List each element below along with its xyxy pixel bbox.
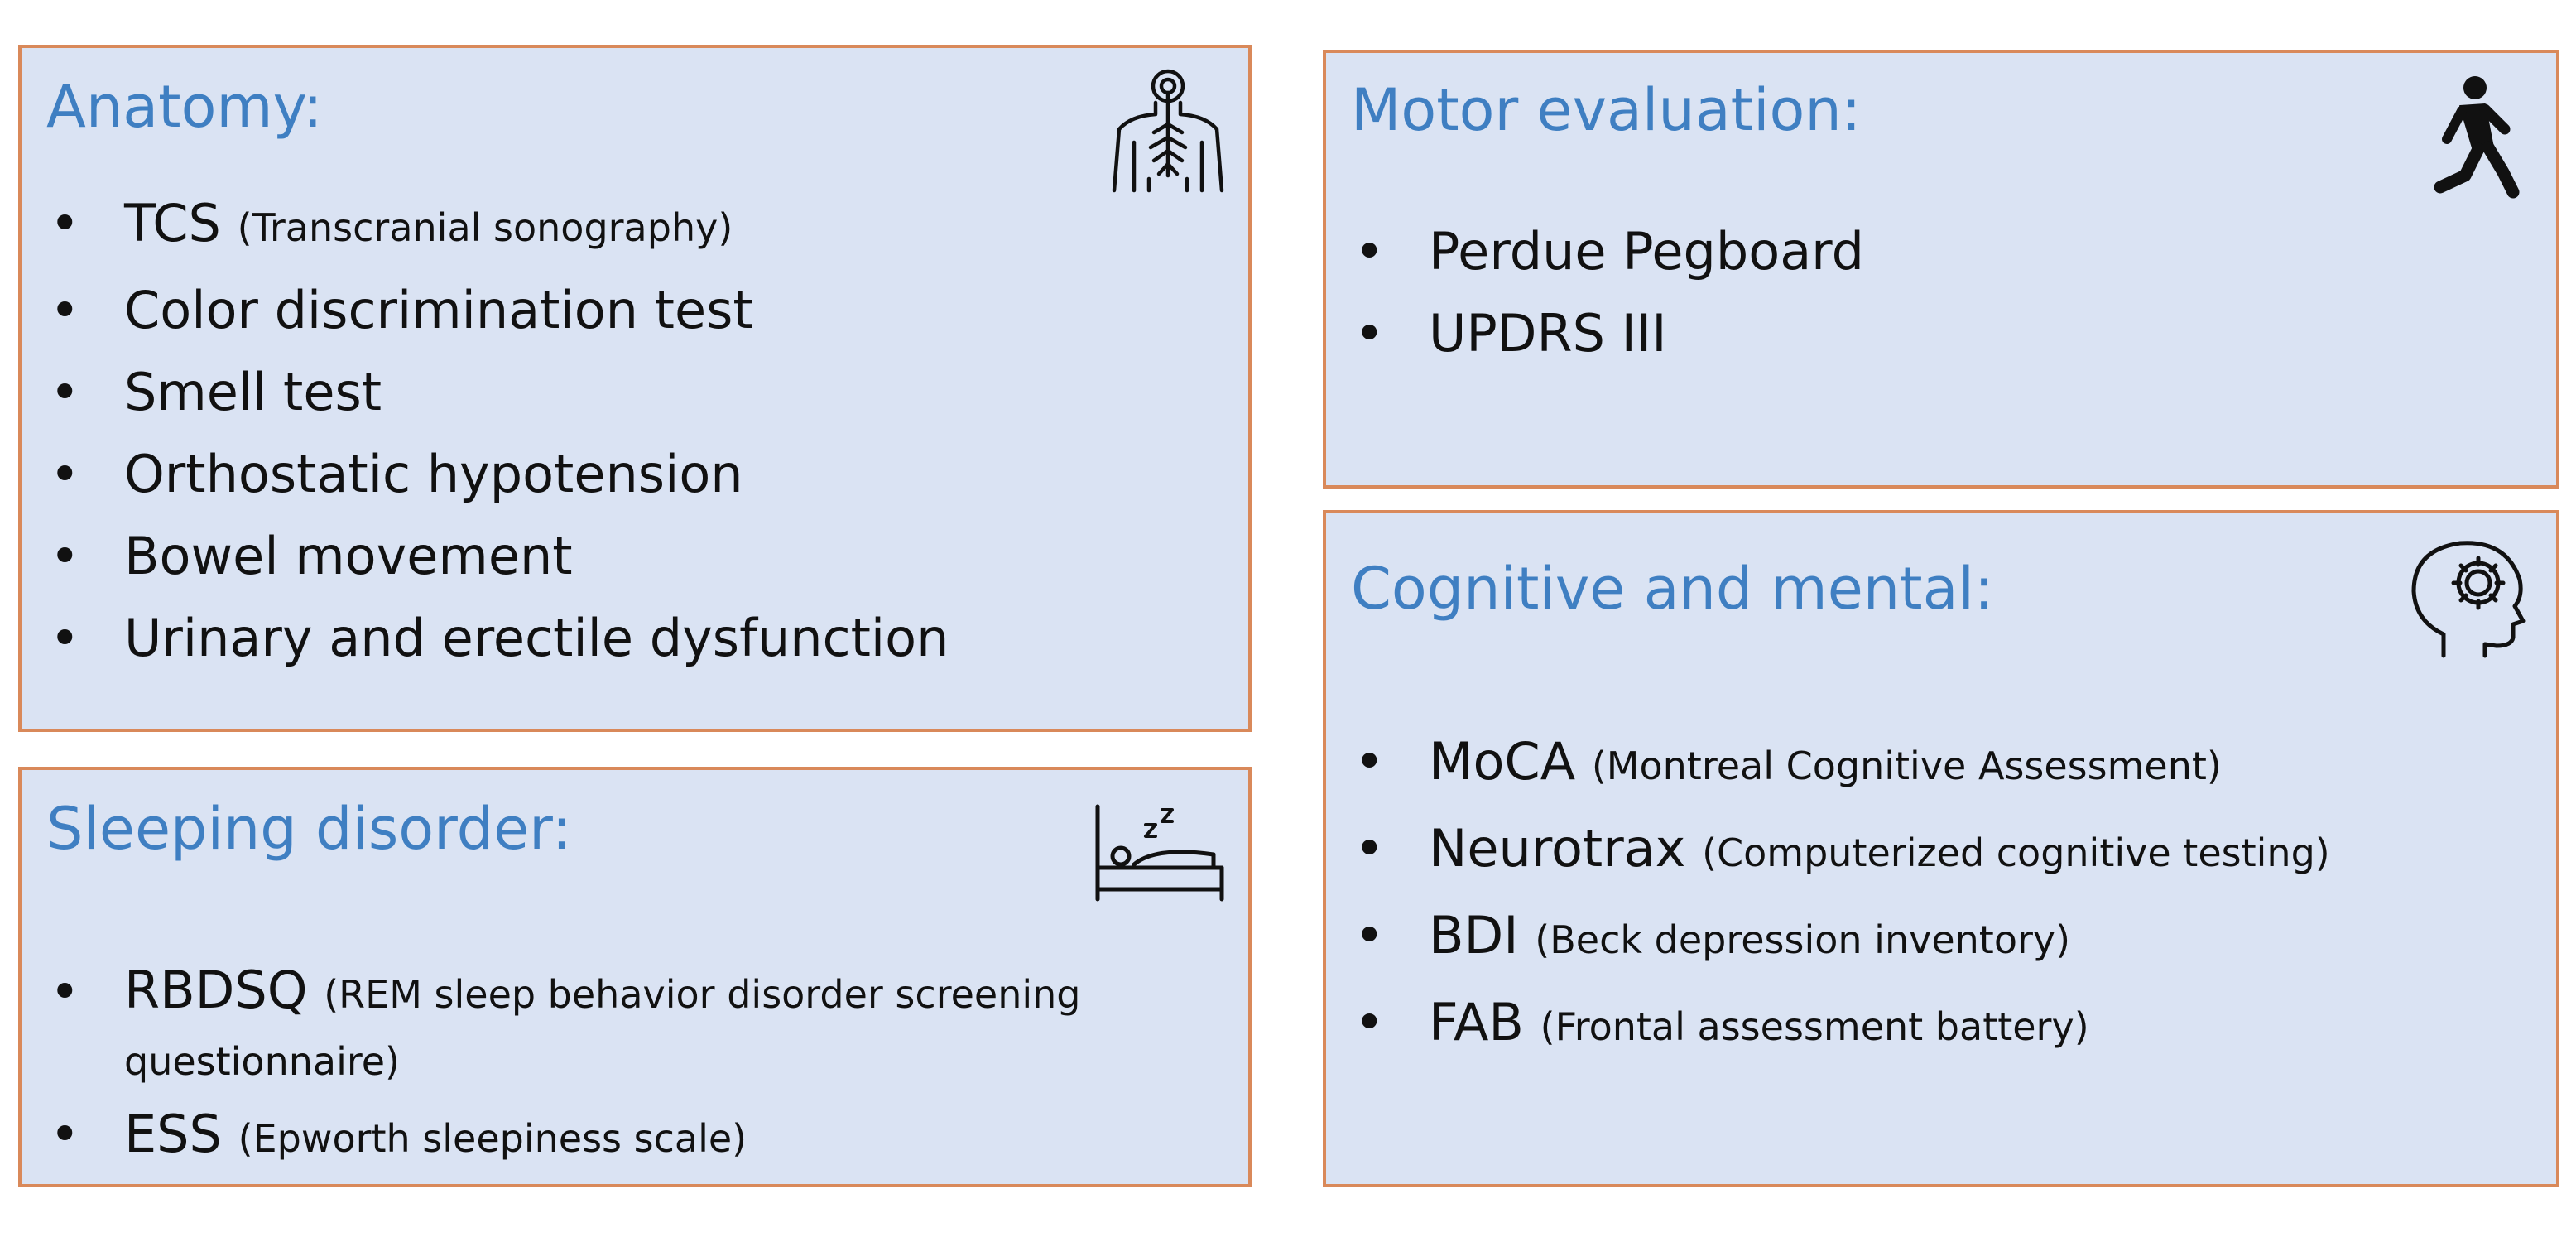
item-note: (Epworth sleepiness scale) <box>238 1116 747 1161</box>
item-main: Orthostatic hypotension <box>124 444 743 504</box>
motor-list: • Perdue Pegboard • UPDRS III <box>1326 210 1864 374</box>
item-main: MoCA <box>1429 731 1576 792</box>
item-main: TCS <box>124 193 221 253</box>
item-note: (Computerized cognitive testing) <box>1702 830 2330 875</box>
item-main: UPDRS III <box>1429 303 1667 363</box>
item-main: Neurotrax <box>1429 818 1686 879</box>
item-main: Color discrimination test <box>124 280 753 340</box>
bullet: • <box>50 444 80 504</box>
bullet: • <box>1354 818 1385 879</box>
bullet: • <box>50 362 80 422</box>
list-item: • Smell test <box>22 351 949 433</box>
head-gear-icon <box>2399 532 2540 664</box>
motor-panel: Motor evaluation: • Perdue Pegboard • UPDR… <box>1323 50 2559 489</box>
list-item: • Perdue Pegboard <box>1326 210 1864 292</box>
list-item: • Urinary and erectile dysfunction <box>22 597 949 679</box>
list-item: • TCS (Transcranial sonography) <box>22 182 949 269</box>
bullet: • <box>50 280 80 340</box>
sleeping-panel: Sleeping disorder: • RBDSQ (REM sleep beh… <box>18 767 1252 1187</box>
anatomy-title: Anatomy: <box>46 73 323 141</box>
cognitive-title: Cognitive and mental: <box>1351 555 1994 623</box>
list-item: • UPDRS III <box>1326 292 1864 374</box>
item-main: Urinary and erectile dysfunction <box>124 608 949 668</box>
bullet: • <box>1354 303 1385 363</box>
bullet: • <box>1354 905 1385 965</box>
item-main: RBDSQ <box>124 960 308 1020</box>
bullet: • <box>50 526 80 586</box>
bullet: • <box>50 961 80 1022</box>
anatomy-panel: Anatomy: • TCS (Transcranial sonography) … <box>18 45 1252 732</box>
bullet: • <box>50 608 80 668</box>
bullet: • <box>1354 992 1385 1052</box>
item-note: (Transcranial sonography) <box>237 205 733 250</box>
item-main: ESS <box>124 1104 222 1164</box>
list-item: • Color discrimination test <box>22 269 949 351</box>
item-main: BDI <box>1429 905 1519 965</box>
list-item: • RBDSQ (REM sleep behavior disorder scre… <box>22 951 1142 1093</box>
walking-person-icon <box>2427 71 2526 204</box>
list-item: • Orthostatic hypotension <box>22 433 949 515</box>
bullet: • <box>50 1104 80 1164</box>
bullet: • <box>50 193 80 253</box>
sleeping-title: Sleeping disorder: <box>46 795 572 863</box>
list-item: • ESS (Epworth sleepiness scale) <box>22 1093 1142 1180</box>
item-note: (Beck depression inventory) <box>1535 917 2071 962</box>
bullet: • <box>1354 731 1385 792</box>
list-item: • FAB (Frontal assessment battery) <box>1326 981 2330 1068</box>
list-item: • Neurotrax (Computerized cognitive testi… <box>1326 807 2330 894</box>
item-main: Smell test <box>124 362 382 422</box>
list-item: • BDI (Beck depression inventory) <box>1326 894 2330 981</box>
item-note: (REM sleep behavior disorder screening q… <box>124 972 1081 1084</box>
motor-title: Motor evaluation: <box>1351 76 1862 144</box>
item-main: Perdue Pegboard <box>1429 221 1864 282</box>
nervous-system-icon <box>1106 66 1230 199</box>
sleeping-list: • RBDSQ (REM sleep behavior disorder scre… <box>22 951 1142 1180</box>
anatomy-list: • TCS (Transcranial sonography) • Color di… <box>22 182 949 679</box>
item-note: (Montreal Cognitive Assessment) <box>1591 744 2222 788</box>
bed-icon <box>1089 800 1230 907</box>
item-note: (Frontal assessment battery) <box>1540 1004 2089 1049</box>
item-main: FAB <box>1429 992 1524 1052</box>
list-item: • Bowel movement <box>22 515 949 597</box>
bullet: • <box>1354 221 1385 282</box>
list-item: • MoCA (Montreal Cognitive Assessment) <box>1326 720 2330 807</box>
item-main: Bowel movement <box>124 526 573 586</box>
cognitive-list: • MoCA (Montreal Cognitive Assessment) • N… <box>1326 720 2330 1068</box>
cognitive-panel: Cognitive and mental: • MoCA (Montreal Co… <box>1323 510 2559 1187</box>
